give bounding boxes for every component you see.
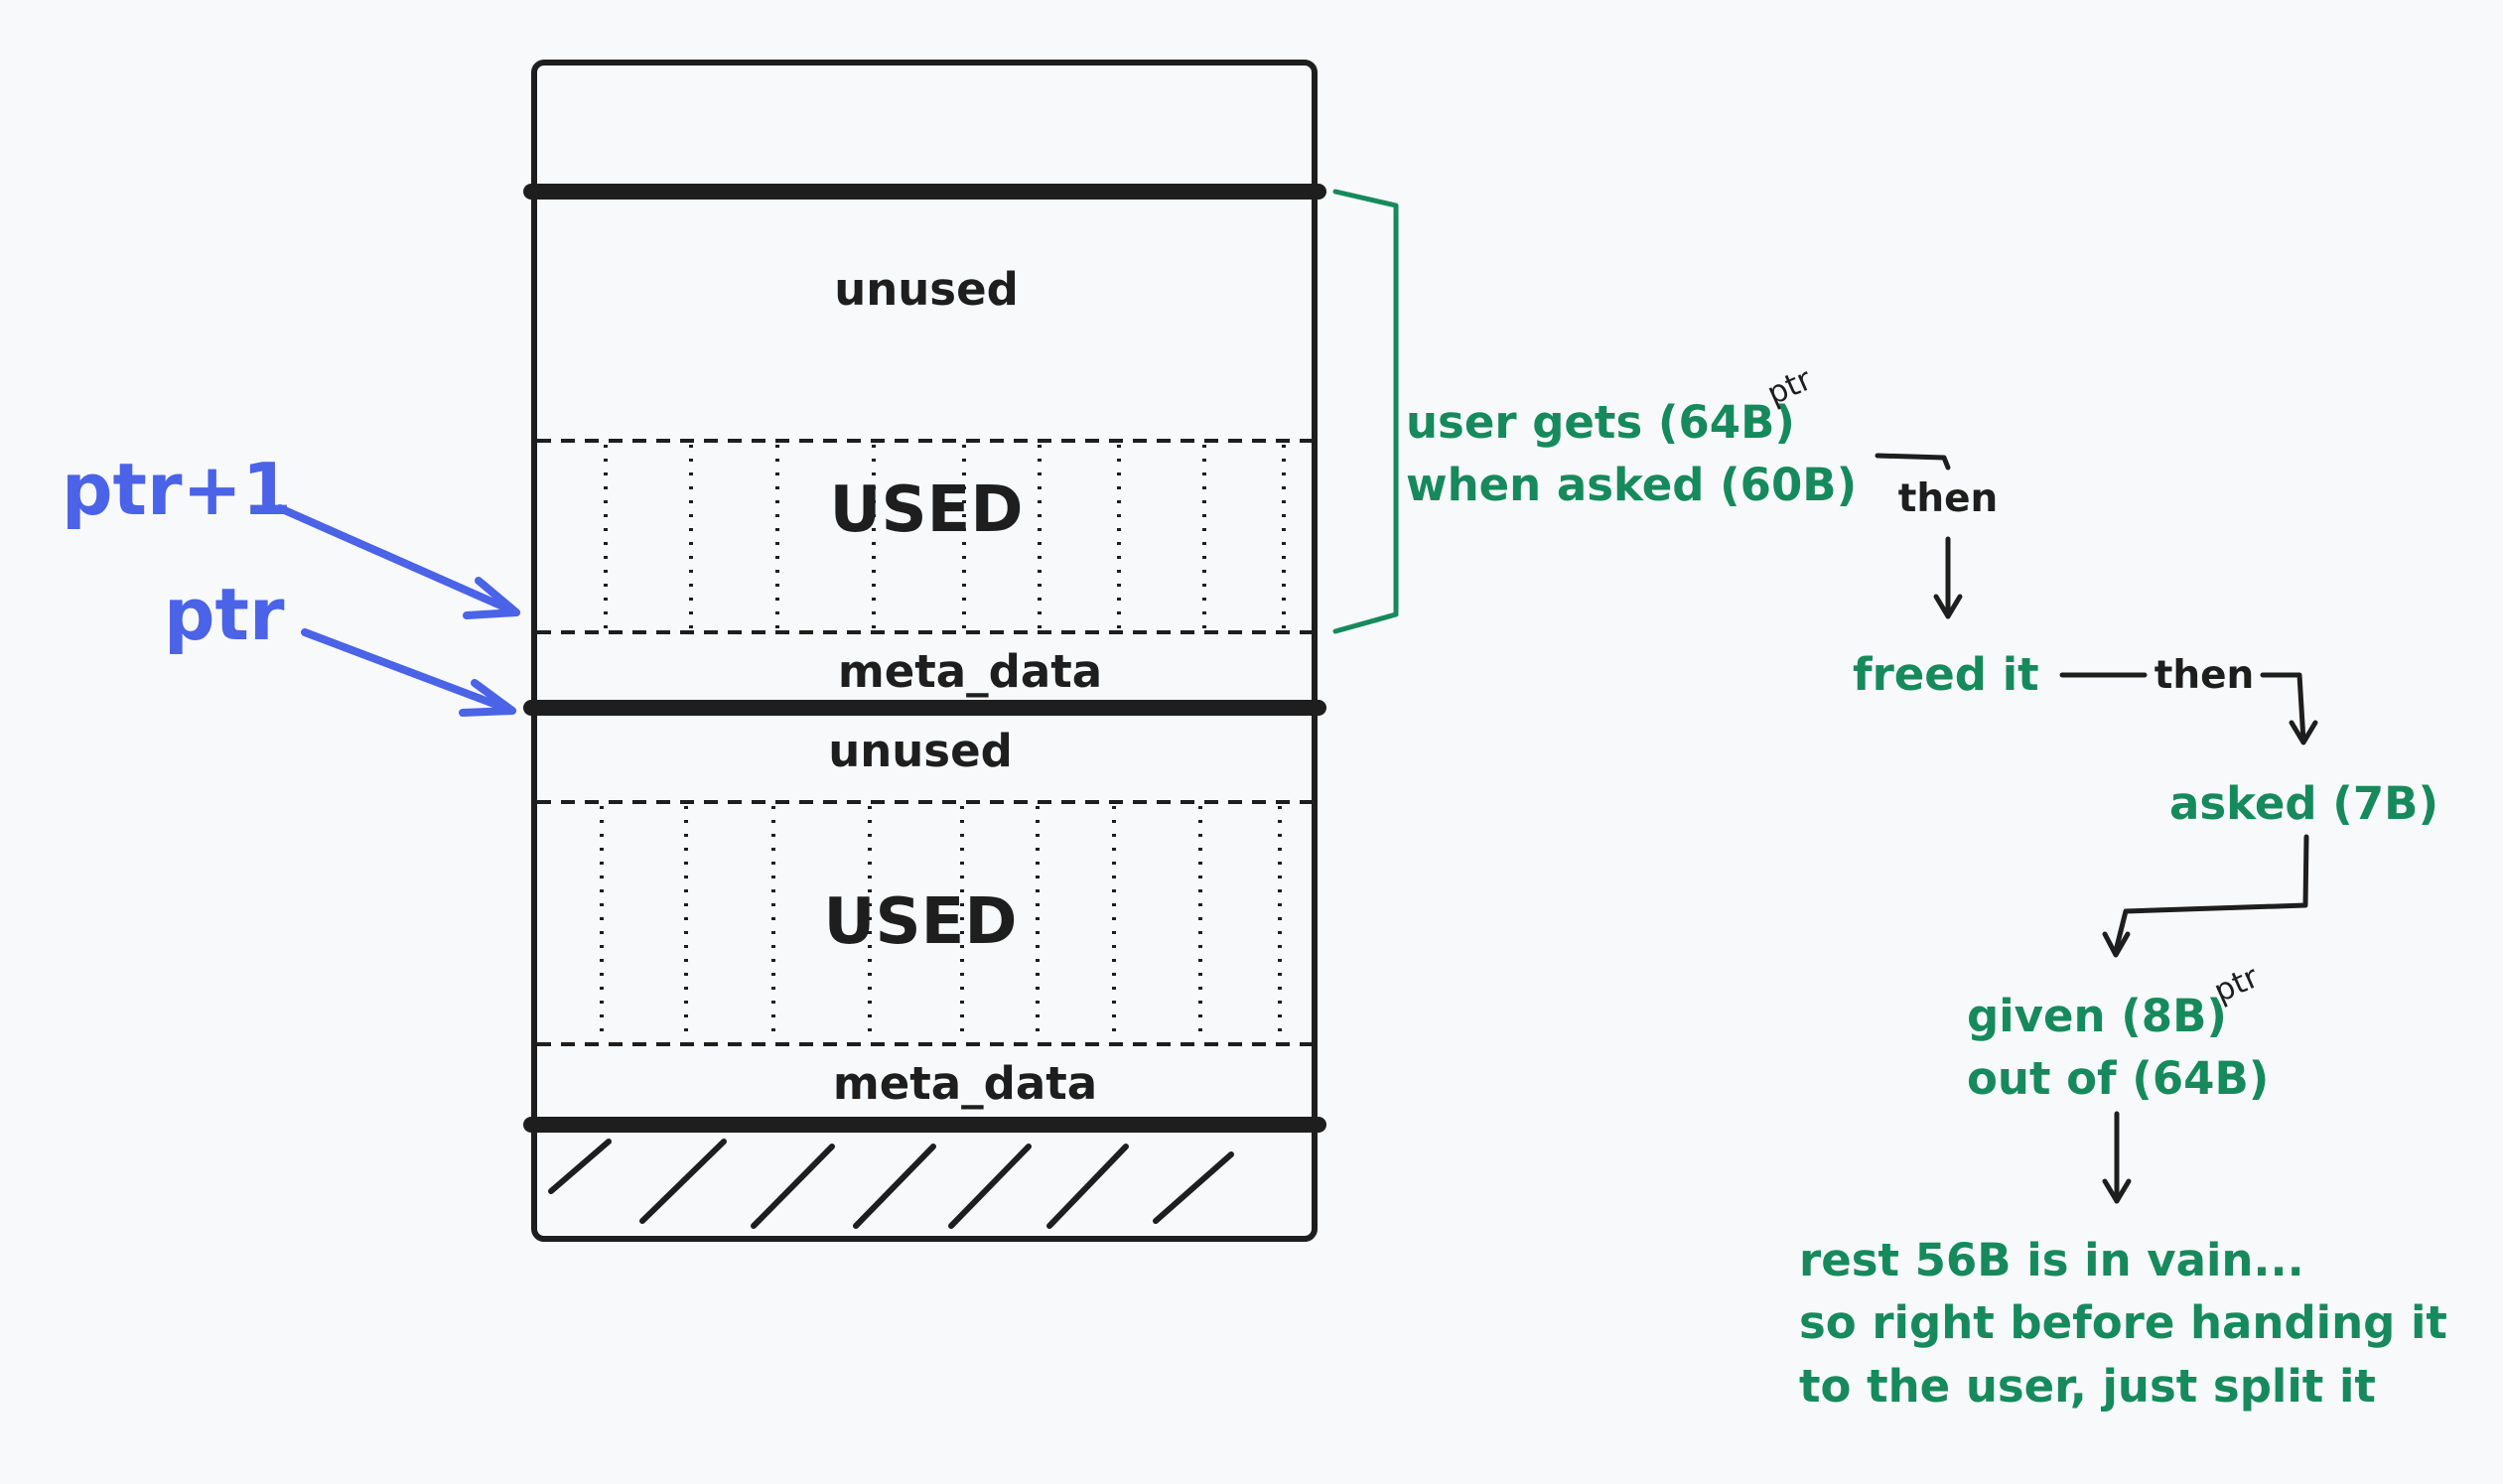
asked-text: asked (7B) xyxy=(2169,777,2438,830)
then-connector-2-right xyxy=(2260,672,2318,745)
chunk-size-bracket xyxy=(1332,189,1399,634)
rest-text-line-2: so right before handing it xyxy=(1799,1296,2447,1349)
freed-it-text: freed it xyxy=(1853,648,2039,701)
used-label-1: USED xyxy=(830,473,1024,547)
when-asked-text: when asked (60B) xyxy=(1406,459,1857,511)
rest-text-line-1: rest 56B is in vain... xyxy=(1799,1234,2304,1286)
memory-column xyxy=(531,60,1318,1242)
used-region-1 xyxy=(537,439,1312,634)
ptr-plus-1-arrow xyxy=(276,504,520,619)
ptr-label: ptr xyxy=(164,573,285,656)
used-region-2 xyxy=(537,800,1312,1046)
elbow-arrow xyxy=(2102,834,2309,958)
used-label-2: USED xyxy=(824,885,1018,959)
ptr-arrow xyxy=(301,628,516,717)
down-arrow-2 xyxy=(2102,1111,2132,1204)
meta-data-label-1: meta_data xyxy=(838,645,1102,698)
unused-label-1: unused xyxy=(834,263,1019,316)
then-connector-1 xyxy=(1875,453,1951,471)
ptr-plus-1-label: ptr+1 xyxy=(62,448,292,531)
out-of-text: out of (64B) xyxy=(1967,1052,2269,1105)
user-gets-text: user gets (64B) xyxy=(1406,396,1795,449)
hatched-end-region xyxy=(548,1139,1234,1229)
given-text: given (8B) xyxy=(1967,990,2227,1042)
meta-data-label-2: meta_data xyxy=(833,1057,1097,1110)
rest-text-line-3: to the user, just split it xyxy=(1799,1360,2376,1413)
then-label-1: then xyxy=(1898,476,1999,521)
then-label-2: then xyxy=(2155,653,2255,698)
down-arrow-1 xyxy=(1933,536,1963,619)
unused-label-2: unused xyxy=(828,725,1013,777)
